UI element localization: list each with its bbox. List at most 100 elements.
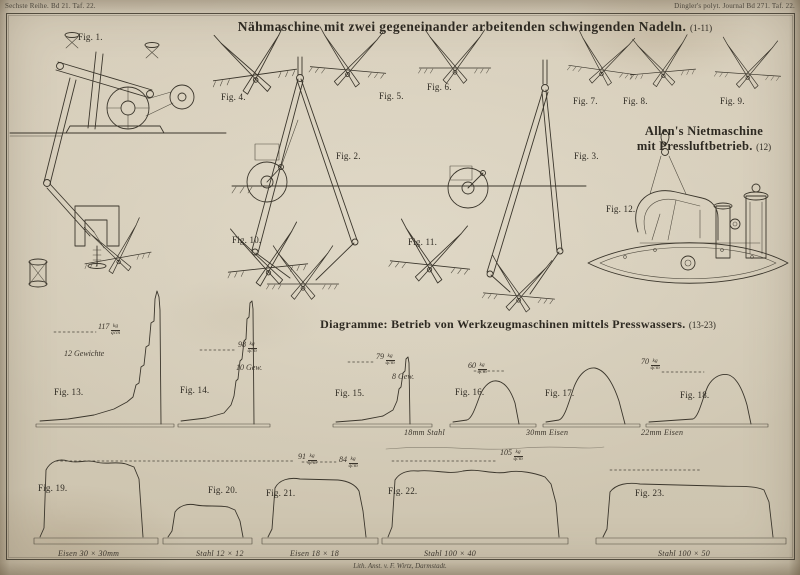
unit-qcm: qcm [348, 462, 358, 469]
fig14-label: Fig. 14. [180, 385, 210, 395]
fig19-label: Fig. 19. [38, 483, 68, 493]
unit-kg: kg [307, 453, 317, 461]
fig19-diagram [33, 459, 295, 545]
fig19-specimen-caption: Eisen 30 × 30mm [58, 549, 120, 558]
fig16-diagram [449, 370, 537, 428]
fig13-label: Fig. 13. [54, 387, 84, 397]
unit-kg: kg [348, 456, 358, 464]
fig8-label: Fig. 8. [623, 96, 648, 106]
fig3-drawing [447, 59, 564, 315]
pressure-value: 60 [468, 361, 476, 370]
fig2-drawing [231, 56, 359, 300]
fig22-specimen-caption: Stahl 100 × 40 [424, 549, 477, 558]
fig17-label: Fig. 17. [545, 388, 575, 398]
fig7-label: Fig. 7. [573, 96, 598, 106]
allen-figure-ref: (12) [756, 142, 772, 152]
fig11-label: Fig. 11. [408, 237, 438, 247]
unit-qcm: qcm [110, 329, 121, 336]
pressure-value: 84 [339, 455, 347, 464]
fig9-label: Fig. 9. [720, 96, 745, 106]
fig10-label: Fig. 10. [232, 235, 262, 245]
unit-kg: kg [477, 362, 487, 370]
fig22-diagram [381, 460, 569, 545]
diagram-title-text: Diagramme: Betrieb von Werkzeugmaschinen… [320, 317, 686, 331]
fig16-specimen-caption: 18mm Stahl [404, 428, 445, 437]
allen-title-line2-text: mit Pressluftbetrieb. [636, 139, 753, 153]
fig12-label: Fig. 12. [606, 204, 636, 214]
fig20-diagram [162, 503, 253, 545]
main-title-text: Nähmaschine mit zwei gegeneinander arbei… [237, 19, 687, 34]
main-title: Nähmaschine mit zwei gegeneinander arbei… [230, 19, 720, 35]
unit-kg: kg [247, 341, 257, 349]
fig12-drawing [587, 129, 789, 284]
fig23-label: Fig. 23. [635, 488, 665, 498]
allen-title-line1: Allen's Nietmaschine [644, 124, 764, 138]
fig1-drawing [9, 32, 227, 288]
pressure-value: 79 [376, 352, 384, 361]
fig5-label: Fig. 5. [379, 91, 404, 101]
fig17-specimen-caption: 30mm Eisen [526, 428, 569, 437]
lithographer-credit: Lith. Anst. v. F. Wirtz, Darmstadt. [353, 562, 447, 570]
series-number: Sechste Reihe. Bd 21. Taf. 22. [5, 2, 96, 10]
fig15-diagram [332, 356, 433, 428]
fig23-diagram [595, 469, 787, 545]
fig17-diagram [542, 367, 641, 428]
diagram-figure-range: (13-23) [688, 320, 716, 330]
diagram-section-title: Diagramme: Betrieb von Werkzeugmaschinen… [318, 317, 718, 332]
fig16-label: Fig. 16. [455, 387, 485, 397]
fig15-label: Fig. 15. [335, 388, 365, 398]
fig3-label: Fig. 3. [574, 151, 599, 161]
fig23-specimen-caption: Stahl 100 × 50 [658, 549, 711, 558]
unit-qcm: qcm [307, 459, 317, 466]
fig18-label: Fig. 18. [680, 390, 710, 400]
fig21-specimen-caption: Eisen 18 × 18 [290, 549, 340, 558]
unit-qcm: qcm [650, 364, 660, 371]
fig21-label: Fig. 21. [266, 488, 296, 498]
fig20-specimen-caption: Stahl 12 × 12 [196, 549, 244, 558]
fig14-weights-note: 10 Gew. [236, 363, 263, 372]
specimen-edge-line [385, 446, 605, 450]
main-title-figure-range: (1-11) [690, 23, 713, 33]
unit-kg: kg [385, 353, 395, 361]
fig13-weights-note: 12 Gewichte [64, 349, 105, 358]
plate-border-frame [6, 13, 795, 560]
fig4-label: Fig. 4. [221, 92, 246, 102]
pressure-value: 98 [238, 340, 246, 349]
unit-qcm: qcm [477, 368, 487, 375]
unit-qcm: qcm [247, 347, 257, 354]
fig2-label: Fig. 2. [336, 151, 361, 161]
unit-kg: kg [110, 323, 121, 331]
unit-qcm: qcm [513, 455, 523, 462]
fig20-label: Fig. 20. [208, 485, 238, 495]
fig14-diagram [177, 300, 271, 428]
pressure-value: 91 [298, 452, 306, 461]
fig15-weights-note: 8 Gew. [392, 372, 415, 381]
fig22-label: Fig. 22. [388, 486, 418, 496]
fig13-diagram [35, 290, 175, 428]
pressure-value: 105 [500, 448, 512, 457]
fig1-label: Fig. 1. [78, 32, 103, 42]
pressure-value: 70 [641, 357, 649, 366]
unit-qcm: qcm [385, 359, 395, 366]
fig18-diagram [645, 371, 769, 428]
journal-reference: Dingler's polyt. Journal Bd 271. Taf. 22… [674, 2, 795, 10]
fig6-label: Fig. 6. [427, 82, 452, 92]
unit-kg: kg [513, 449, 523, 457]
